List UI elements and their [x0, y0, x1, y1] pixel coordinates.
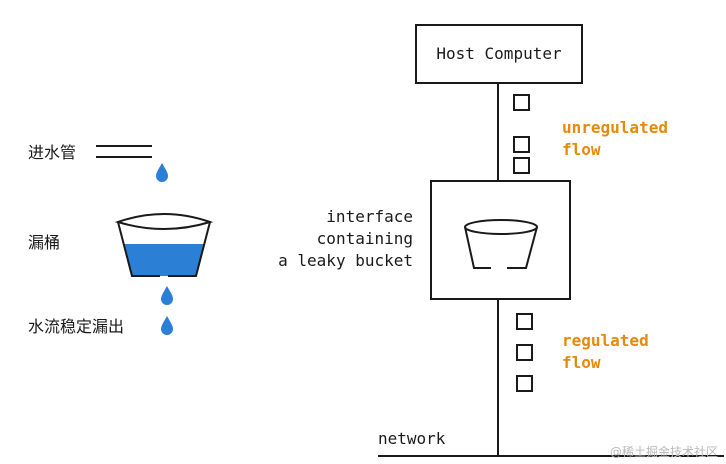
interface-label-line1: interface: [326, 207, 413, 226]
unregulated-packets: [513, 94, 530, 174]
interface-label-line2: containing: [317, 229, 413, 248]
packet-icon: [513, 157, 530, 174]
drop-icon-inlet: [156, 163, 168, 182]
drop-icon-leak: [161, 286, 173, 305]
interface-box: [430, 180, 571, 300]
packet-icon: [516, 375, 533, 392]
watermark: @稀土掘金技术社区: [610, 444, 718, 459]
inlet-pipe: [96, 145, 152, 158]
leaky-bucket-icon: [464, 219, 538, 269]
left-illustration: 进水管 漏桶 水流稳定漏出: [28, 143, 214, 336]
packet-icon: [513, 94, 530, 111]
bucket-label: 漏桶: [28, 233, 60, 252]
network-label: network: [378, 429, 446, 448]
interface-label-line3: a leaky bucket: [278, 251, 413, 270]
unregulated-flow-label-line1: unregulated: [562, 118, 668, 137]
packet-icon: [516, 313, 533, 330]
packet-icon: [516, 344, 533, 361]
packet-icon: [513, 136, 530, 153]
host-computer-box: Host Computer: [415, 24, 583, 84]
drop-icon-outflow: [161, 316, 173, 335]
regulated-flow-label-line2: flow: [562, 353, 601, 372]
regulated-flow-label-line1: regulated: [562, 331, 649, 350]
host-computer-label: Host Computer: [436, 44, 562, 63]
unregulated-flow-label-line2: flow: [562, 140, 601, 159]
inlet-pipe-label: 进水管: [28, 143, 76, 162]
right-diagram: Host Computer unregulated flow interface…: [278, 24, 724, 457]
bucket-icon: [114, 213, 214, 277]
steady-outflow-label: 水流稳定漏出: [28, 317, 124, 336]
regulated-packets: [516, 313, 533, 392]
